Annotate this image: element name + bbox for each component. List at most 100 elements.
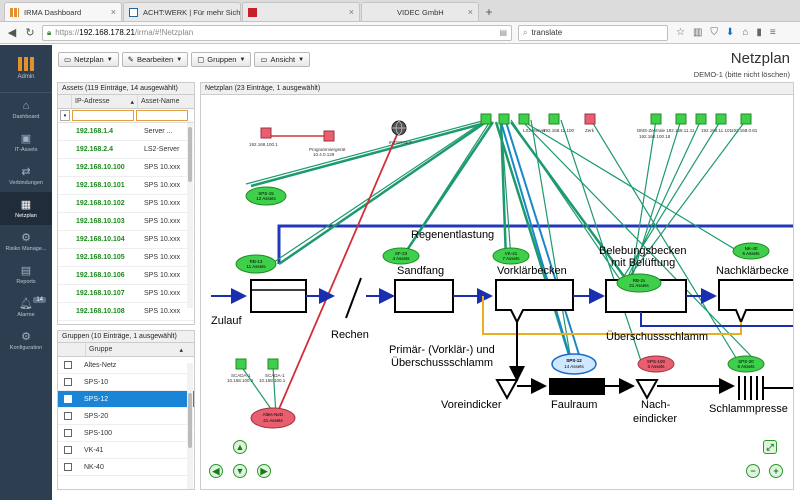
ip-column-header[interactable]: IP-Adresse ▴ — [72, 95, 138, 108]
switch-node[interactable] — [498, 113, 510, 125]
reload-icon[interactable]: ↻ — [25, 27, 35, 39]
device-node-red[interactable] — [323, 130, 335, 142]
ansicht-menu-button[interactable]: ▭Ansicht▼ — [254, 52, 311, 67]
sidebar-item-it-assets[interactable]: ▣IT-Assets — [0, 126, 52, 159]
scada-node[interactable] — [235, 358, 247, 370]
group-column-header[interactable]: Gruppe ▴ — [86, 343, 186, 356]
fit-view-button[interactable]: ⤢ — [763, 440, 777, 454]
name-filter-input[interactable] — [136, 110, 188, 121]
groups-scrollbar[interactable] — [187, 363, 193, 489]
bookmark-icon[interactable]: ▮ — [756, 27, 762, 38]
list-item[interactable]: SPS-12 — [58, 391, 194, 408]
group-checkbox[interactable] — [64, 463, 72, 471]
filter-select[interactable]: ▾ — [60, 110, 70, 121]
star-icon[interactable]: ☆ — [676, 27, 685, 38]
close-icon[interactable]: × — [467, 7, 473, 17]
list-item[interactable]: SPS-10 — [58, 374, 194, 391]
library-icon[interactable]: ▥ — [692, 27, 703, 38]
node-rb2x[interactable]: RB-2x 21 Assets — [616, 273, 662, 293]
switch-node[interactable] — [518, 113, 530, 125]
pan-up-button[interactable]: ▲ — [233, 440, 247, 454]
new-tab-button[interactable]: + — [485, 4, 493, 19]
node-sps15[interactable]: SPS-15 12 Assets — [245, 186, 287, 206]
node-altes-netz[interactable]: Altes-Netz 21 Assets — [250, 407, 296, 429]
name-column-header[interactable]: Asset-Name — [138, 95, 194, 108]
bearbeiten-menu-button[interactable]: ✎Bearbeiten▼ — [121, 52, 189, 67]
group-checkbox[interactable] — [64, 412, 72, 420]
group-checkbox[interactable] — [64, 361, 72, 369]
scroll-thumb[interactable] — [188, 127, 192, 182]
list-item[interactable]: SPS-20 — [58, 408, 194, 425]
switch-node-red[interactable] — [584, 113, 596, 125]
list-item[interactable]: Altes-Netz — [58, 357, 194, 374]
select-column-header[interactable] — [58, 343, 86, 356]
scada-node[interactable] — [267, 358, 279, 370]
pan-left-button[interactable]: ◀ — [209, 464, 223, 478]
scroll-thumb[interactable] — [188, 393, 192, 448]
netplan-canvas[interactable]: LS2-Server 192.168.11.100 Zerk DMS-Zentr… — [201, 96, 794, 490]
node-sps12-selected[interactable]: SPS-12 14 Assets — [551, 353, 597, 375]
url-bar[interactable]: 🔒︎ https:// 192.168.178.21 /irma/#!Netzp… — [42, 24, 512, 41]
node-sps100[interactable]: SPS-100 3 Assets — [637, 355, 675, 373]
switch-node[interactable] — [675, 113, 687, 125]
download-icon[interactable]: ⬇ — [725, 27, 735, 38]
reader-icon[interactable]: ▤ — [499, 28, 507, 37]
switch-node[interactable] — [548, 113, 560, 125]
node-sps20[interactable]: SPS-20 6 Assets — [727, 355, 765, 373]
sidebar-item-konfiguration[interactable]: ⚙Konfiguration — [0, 324, 52, 357]
node-rb13[interactable]: RB-13 11 Assets — [235, 254, 277, 274]
node-sf23[interactable]: SF-23 4 Assets — [382, 247, 420, 265]
sidebar-item-risiko[interactable]: ⚙Risiko Manage... — [0, 225, 52, 258]
ip-filter-input[interactable] — [72, 110, 134, 121]
node-vk41[interactable]: VK-41 7 Assets — [492, 247, 530, 265]
switch-node[interactable] — [715, 113, 727, 125]
browser-tab-videc[interactable]: VIDEC GmbH × — [361, 2, 479, 21]
switch-node[interactable] — [695, 113, 707, 125]
list-item[interactable]: SPS-100 — [58, 425, 194, 442]
pan-down-button[interactable]: ▼ — [233, 464, 247, 478]
browser-tab-blank[interactable]: × — [242, 2, 360, 21]
list-item[interactable]: VK-41 — [58, 442, 194, 459]
select-column-header[interactable] — [58, 95, 72, 108]
group-checkbox[interactable] — [64, 378, 72, 386]
close-icon[interactable]: × — [240, 7, 241, 17]
sidebar-item-dashboard[interactable]: ⌂Dashboard — [0, 93, 52, 126]
sidebar-item-reports[interactable]: ▤Reports — [0, 258, 52, 291]
pan-right-button[interactable]: ▶ — [257, 464, 271, 478]
device-node-red[interactable] — [260, 127, 272, 139]
node-nk40[interactable]: NK-40 5 Assets — [732, 242, 770, 260]
netzplan-menu-button[interactable]: ▭Netzplan▼ — [58, 52, 119, 67]
list-item[interactable]: NK-40 — [58, 459, 194, 476]
gruppen-menu-button[interactable]: ▢Gruppen▼ — [191, 52, 252, 67]
zoom-out-button[interactable]: − — [746, 464, 760, 478]
group-checkbox[interactable] — [64, 446, 72, 454]
group-checkbox[interactable] — [64, 395, 72, 403]
sidebar-item-verbindungen[interactable]: ⇄Verbindungen — [0, 159, 52, 192]
browser-tab-achtwerk[interactable]: ACHT:WERK | Für mehr Sich × — [123, 2, 241, 21]
close-icon[interactable]: × — [348, 7, 354, 17]
back-icon[interactable]: ◀ — [7, 27, 17, 39]
switch-node[interactable] — [480, 113, 492, 125]
group-checkbox[interactable] — [64, 429, 72, 437]
search-input[interactable]: ⌕ translate — [518, 24, 668, 41]
browser-tab-irma[interactable]: IRMA Dashboard × — [4, 2, 122, 21]
zoom-in-button[interactable]: + — [769, 464, 783, 478]
sidebar-item-netzplan[interactable]: ▦Netzplan — [0, 192, 52, 225]
shield-icon[interactable]: ⛉ — [710, 27, 718, 38]
switch-node[interactable] — [650, 113, 662, 125]
user-menu[interactable]: Admin — [0, 45, 52, 93]
assets-scrollbar[interactable] — [187, 123, 193, 308]
switch-node[interactable] — [740, 113, 752, 125]
